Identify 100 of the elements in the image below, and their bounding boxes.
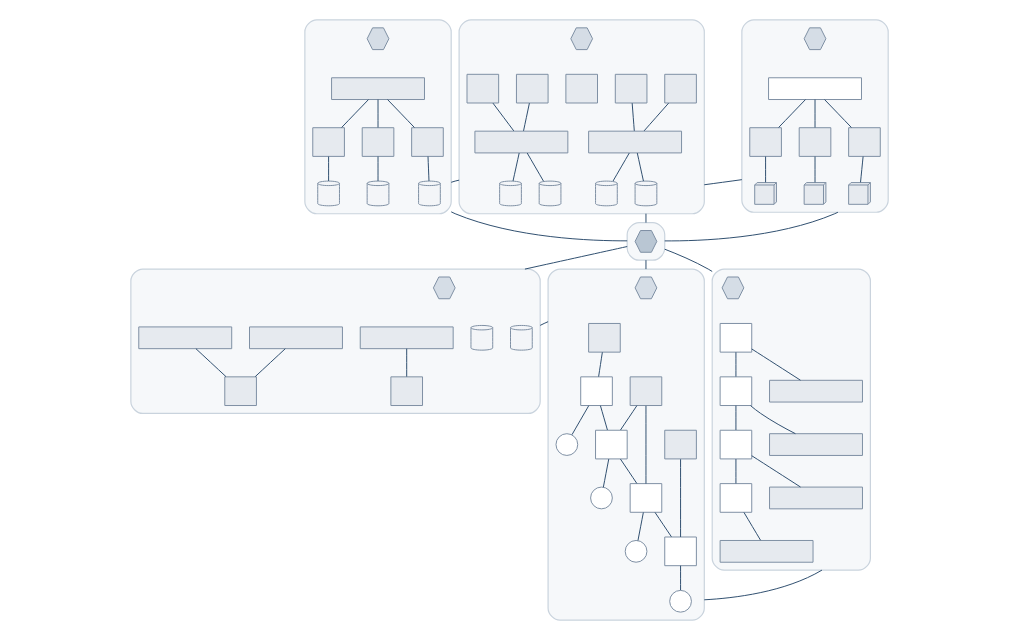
connector xyxy=(703,569,823,601)
node-circle xyxy=(624,539,648,563)
node-box xyxy=(411,127,444,157)
node-box xyxy=(848,127,881,157)
node-box xyxy=(664,73,697,104)
connector xyxy=(599,405,608,431)
node-hexagon xyxy=(721,276,745,300)
connector xyxy=(406,348,408,378)
node-box xyxy=(565,73,598,104)
connector xyxy=(743,511,761,541)
connector xyxy=(680,565,682,591)
node-hexagon xyxy=(570,27,594,51)
node-bar xyxy=(769,433,863,456)
connector xyxy=(645,405,647,485)
node-bar xyxy=(138,326,233,350)
node-box xyxy=(390,376,423,406)
node-hexagon xyxy=(366,27,390,51)
connector xyxy=(492,102,515,132)
node-bar xyxy=(769,486,863,510)
node-box xyxy=(588,322,621,353)
cluster xyxy=(304,19,452,215)
connector xyxy=(643,102,670,132)
cluster xyxy=(741,19,889,213)
node-box xyxy=(312,127,345,157)
node-bar xyxy=(474,130,569,154)
connector xyxy=(387,99,415,128)
connector xyxy=(523,102,530,132)
node-bar xyxy=(588,130,683,154)
connector xyxy=(860,156,864,183)
node-bar xyxy=(769,379,863,403)
connector xyxy=(631,102,635,132)
connector xyxy=(620,405,638,431)
node-box xyxy=(629,376,663,406)
connector xyxy=(619,458,638,484)
node-box xyxy=(580,376,613,406)
node-box xyxy=(719,376,753,406)
connector xyxy=(703,179,743,186)
node-box xyxy=(719,429,753,460)
connector xyxy=(427,156,430,182)
connector xyxy=(735,405,737,431)
connector xyxy=(195,348,227,378)
node-bar xyxy=(768,77,862,101)
connector xyxy=(571,405,590,436)
node-box xyxy=(361,127,395,157)
node-box xyxy=(515,73,549,104)
node-box xyxy=(719,322,753,353)
connector xyxy=(664,248,713,272)
connector xyxy=(824,99,852,128)
node-box xyxy=(614,73,648,104)
connector xyxy=(524,246,628,270)
connector xyxy=(751,348,801,381)
node-box xyxy=(595,429,628,460)
node-hexagon xyxy=(803,27,827,51)
connector xyxy=(735,458,737,484)
connector xyxy=(750,405,796,435)
connector xyxy=(735,351,737,378)
connector xyxy=(680,458,682,538)
connector xyxy=(636,152,644,182)
node-bar xyxy=(331,77,425,101)
connector xyxy=(450,179,460,183)
cluster xyxy=(547,268,705,621)
node-hexagon xyxy=(432,276,456,300)
node-box xyxy=(798,127,832,157)
node-circle xyxy=(590,486,613,510)
node-bar xyxy=(359,326,454,350)
connector xyxy=(814,156,816,183)
node-hexagon xyxy=(634,276,658,300)
connector xyxy=(751,455,801,488)
connector xyxy=(765,156,767,183)
node-circle xyxy=(555,433,579,456)
connector xyxy=(254,348,286,378)
connector xyxy=(602,458,610,488)
node-box xyxy=(466,73,500,104)
node-hexagon xyxy=(634,230,658,253)
node-box xyxy=(719,483,753,513)
connector xyxy=(377,156,379,182)
connector xyxy=(450,211,628,242)
node-bar xyxy=(249,326,343,350)
connector xyxy=(637,511,644,541)
connector xyxy=(512,152,520,182)
connector xyxy=(377,99,379,128)
connector xyxy=(664,211,839,242)
node-box xyxy=(224,376,257,406)
connector xyxy=(654,511,672,538)
cluster xyxy=(130,268,541,415)
connector xyxy=(526,152,544,182)
connector xyxy=(328,156,330,182)
node-box xyxy=(664,536,697,567)
node-box xyxy=(664,429,697,460)
connector xyxy=(645,259,647,270)
connector xyxy=(539,321,549,326)
connector xyxy=(814,99,816,128)
node-box xyxy=(749,127,782,157)
connector xyxy=(612,152,630,182)
connector xyxy=(341,99,369,128)
cluster xyxy=(711,268,871,571)
node-circle xyxy=(669,589,692,613)
node-box xyxy=(629,483,663,513)
node-bar xyxy=(719,539,814,563)
connector xyxy=(598,351,603,378)
